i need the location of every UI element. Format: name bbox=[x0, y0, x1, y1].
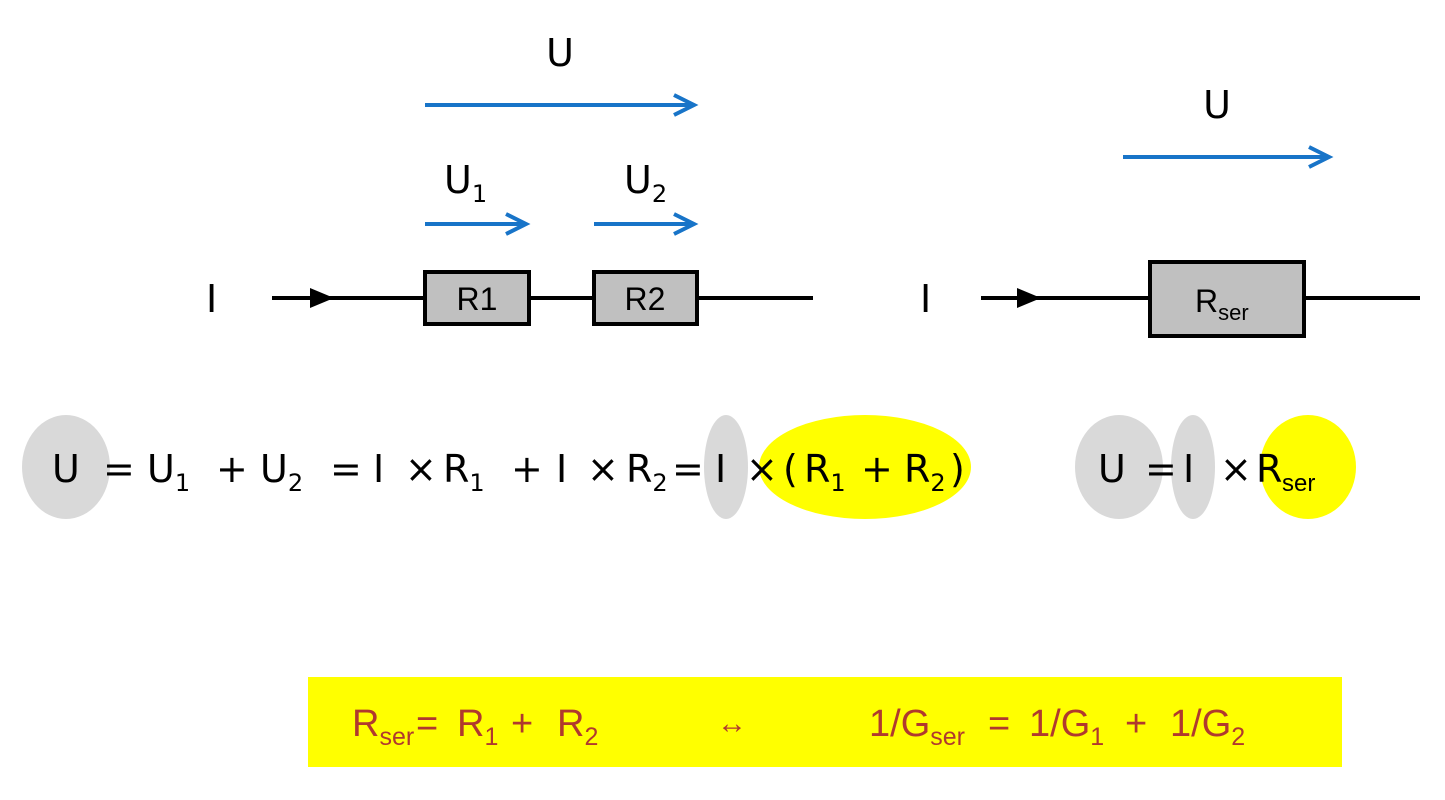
resistor-r2: R2 bbox=[592, 270, 699, 326]
equivalent-current-label: I bbox=[920, 277, 931, 321]
eq-u: U bbox=[52, 447, 80, 491]
eqr-times: × bbox=[1220, 447, 1252, 491]
fb-r1: R bbox=[457, 703, 484, 745]
u1-sub: 1 bbox=[472, 180, 487, 208]
resistor-r2-label: R2 bbox=[625, 281, 666, 317]
fb-r2-sub: 2 bbox=[584, 723, 598, 751]
svg-text:Rser = R1 +: Rser = R1 + R2 ↔ 1/Gser = 1/G1 + 1/G2 bbox=[352, 700, 1245, 754]
u1-main: U bbox=[444, 158, 472, 202]
eq-i2: I bbox=[556, 447, 567, 491]
eq-plus-2: + bbox=[511, 447, 543, 491]
fb-r: R bbox=[352, 703, 379, 745]
fb-g-sub: ser bbox=[930, 723, 965, 751]
eq-rparen: ) bbox=[950, 447, 965, 491]
u2-voltage-arrow bbox=[594, 212, 699, 236]
rser-main: R bbox=[1195, 283, 1218, 319]
eq-u2-sub: 2 bbox=[288, 469, 303, 497]
u1-voltage-arrow bbox=[425, 212, 531, 236]
eq-r1: R bbox=[443, 447, 469, 491]
fb-g: 1/G bbox=[869, 703, 930, 745]
equation-right: U = I × R ser bbox=[1098, 447, 1315, 497]
fb-equals-1: = bbox=[416, 703, 438, 745]
u2-sub: 2 bbox=[652, 180, 667, 208]
resistor-rser: Rser bbox=[1148, 260, 1306, 338]
eq-r3-sub: 1 bbox=[830, 469, 845, 497]
current-direction-arrow bbox=[310, 288, 334, 308]
resistor-r1-label: R1 bbox=[457, 281, 498, 317]
eqr-equals: = bbox=[1145, 447, 1177, 491]
equation-highlights bbox=[22, 415, 1356, 519]
eq-equals-3: = bbox=[672, 447, 704, 491]
current-label: I bbox=[206, 277, 217, 321]
fb-r1-sub: 1 bbox=[484, 723, 498, 751]
u1-label: U1 bbox=[444, 158, 487, 208]
equivalent-voltage-label: U bbox=[1203, 83, 1231, 127]
eq-plus-1: + bbox=[216, 447, 248, 491]
eq-i1: I bbox=[373, 447, 384, 491]
fb-g2: 1/G bbox=[1170, 703, 1231, 745]
equivalent-current-arrow bbox=[1017, 288, 1041, 308]
fb-g1-sub: 1 bbox=[1090, 723, 1104, 751]
eqr-i: I bbox=[1183, 447, 1194, 491]
fb-plus-1: + bbox=[511, 703, 533, 745]
highlight-rser-right bbox=[1260, 415, 1356, 519]
formula-box: Rser = R1 + R2 ↔ 1/Gser = 1/G1 + 1/G2 bbox=[308, 677, 1342, 767]
eq-u1-sub: 1 bbox=[175, 469, 190, 497]
eq-lparen: ( bbox=[783, 447, 798, 491]
highlight-i-right bbox=[1171, 415, 1215, 519]
highlight-u-right bbox=[1075, 415, 1163, 519]
fb-equals-2: = bbox=[988, 703, 1010, 745]
u2-label: U2 bbox=[624, 158, 667, 208]
eqr-r: R bbox=[1256, 447, 1282, 491]
highlight-i-left bbox=[704, 415, 748, 519]
fb-g1: 1/G bbox=[1029, 703, 1090, 745]
equivalent-voltage-arrow bbox=[1123, 145, 1334, 169]
fb-equivalence-arrow: ↔ bbox=[717, 707, 747, 740]
resistor-r1: R1 bbox=[423, 270, 531, 326]
eq-equals-1: = bbox=[103, 447, 135, 491]
total-voltage-arrow bbox=[425, 93, 699, 117]
eq-r3: R bbox=[804, 447, 830, 491]
eq-plus-3: + bbox=[861, 447, 893, 491]
eq-equals-2: = bbox=[330, 447, 362, 491]
rser-sub: ser bbox=[1218, 300, 1249, 325]
fb-r-sub: ser bbox=[379, 723, 414, 751]
highlight-u-left bbox=[22, 415, 110, 519]
eq-i3: I bbox=[715, 447, 726, 491]
eq-times-1: × bbox=[405, 447, 437, 491]
resistor-rser-label: Rser bbox=[1195, 283, 1249, 325]
eq-r1-sub: 1 bbox=[469, 469, 484, 497]
fb-plus-2: + bbox=[1125, 703, 1147, 745]
eq-times-3: × bbox=[746, 447, 778, 491]
equation-left: U = U1 + U2 = I × R1 + I × R2 = I × ( R1… bbox=[52, 447, 965, 500]
eqr-r-sub: ser bbox=[1282, 470, 1315, 497]
highlight-sum-left bbox=[759, 415, 971, 519]
fb-g2-sub: 2 bbox=[1231, 723, 1245, 751]
svg-text:U = U1 +: U = U1 + U2 = I × R1 + I × R2 = I × ( R1… bbox=[52, 447, 965, 500]
eq-r4: R bbox=[904, 447, 930, 491]
eq-u2: U bbox=[260, 447, 288, 491]
equivalent-circuit: U I Rser bbox=[920, 83, 1420, 338]
fb-r2: R bbox=[557, 703, 584, 745]
eq-times-2: × bbox=[587, 447, 619, 491]
series-circuit: U U1 U2 I bbox=[206, 31, 813, 326]
total-voltage-label: U bbox=[546, 31, 574, 75]
eqr-u: U bbox=[1098, 447, 1126, 491]
eq-r2-sub: 2 bbox=[652, 469, 667, 497]
eq-u1: U bbox=[147, 447, 175, 491]
u2-main: U bbox=[624, 158, 652, 202]
eq-r4-sub: 2 bbox=[930, 469, 945, 497]
eq-r2: R bbox=[626, 447, 652, 491]
svg-text:U = I ×: U = I × R bbox=[1098, 447, 1282, 491]
